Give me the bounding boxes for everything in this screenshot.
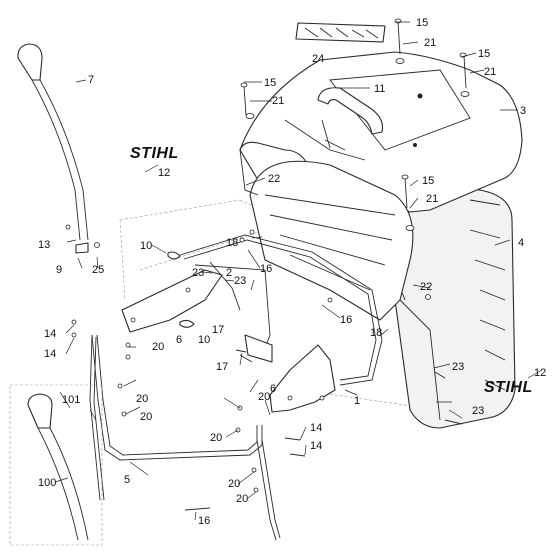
carry-handle bbox=[317, 87, 384, 151]
callout-24: 24 bbox=[312, 53, 324, 65]
callout-6a: 6 bbox=[176, 334, 182, 346]
callout-21d: 21 bbox=[426, 193, 438, 205]
callout-20b: 20 bbox=[136, 393, 148, 405]
callout-20f: 20 bbox=[228, 478, 240, 490]
callout-17b: 17 bbox=[216, 361, 228, 373]
callout-7: 7 bbox=[88, 74, 94, 86]
frame-plate-left bbox=[121, 269, 223, 333]
callout-22a: 22 bbox=[268, 173, 280, 185]
callout-15b: 15 bbox=[478, 48, 490, 60]
callout-23d: 23 bbox=[472, 405, 484, 417]
callout-20g: 20 bbox=[236, 493, 248, 505]
callout-21b: 21 bbox=[484, 66, 496, 78]
callout-15c: 15 bbox=[264, 77, 276, 89]
callout-20c: 20 bbox=[140, 411, 152, 423]
callout-15d: 15 bbox=[422, 175, 434, 187]
callout-10a: 10 bbox=[140, 240, 152, 252]
callout-2: 2 bbox=[226, 267, 232, 279]
brand-logo-upper: STIHL bbox=[130, 145, 179, 162]
callout-22b: 22 bbox=[420, 281, 432, 293]
callout-17a: 17 bbox=[212, 324, 224, 336]
label-decal bbox=[295, 22, 386, 43]
fasteners bbox=[65, 18, 470, 511]
lower-frame bbox=[89, 334, 281, 541]
callout-1: 1 bbox=[354, 395, 360, 407]
callout-5: 5 bbox=[124, 474, 130, 486]
callout-14d: 14 bbox=[310, 440, 322, 452]
callout-12a: 12 bbox=[158, 167, 170, 179]
callout-4: 4 bbox=[518, 237, 524, 249]
callout-23a: 23 bbox=[192, 267, 204, 279]
callout-20d: 20 bbox=[258, 391, 270, 403]
callout-21c: 21 bbox=[272, 95, 284, 107]
callout-101: 101 bbox=[62, 394, 80, 406]
frame-plate-right bbox=[269, 344, 336, 413]
callout-14c: 14 bbox=[310, 422, 322, 434]
front-housing bbox=[239, 141, 414, 321]
callout-14a: 14 bbox=[44, 328, 56, 340]
callout-3: 3 bbox=[520, 105, 526, 117]
callout-12b: 12 bbox=[534, 367, 546, 379]
callout-14b: 14 bbox=[44, 348, 56, 360]
callout-16a: 16 bbox=[260, 263, 272, 275]
frame-rods bbox=[179, 234, 383, 386]
callout-9: 9 bbox=[56, 264, 62, 276]
callout-10b: 10 bbox=[198, 334, 210, 346]
handle-inset bbox=[9, 384, 103, 546]
callout-numbers: 15 21 15 21 15 21 11 3 24 12 7 22 15 21 … bbox=[38, 17, 546, 527]
callout-18a: 18 bbox=[226, 237, 238, 249]
callout-20a: 20 bbox=[152, 341, 164, 353]
callout-100: 100 bbox=[38, 477, 56, 489]
callout-25: 25 bbox=[92, 264, 104, 276]
leader-lines bbox=[54, 21, 543, 521]
callout-13: 13 bbox=[38, 239, 50, 251]
callout-16b: 16 bbox=[340, 314, 352, 326]
callout-11: 11 bbox=[374, 83, 385, 95]
callout-15a: 15 bbox=[416, 17, 428, 29]
handle-tube bbox=[17, 43, 89, 241]
callout-23b: 23 bbox=[234, 275, 246, 287]
callout-18b: 18 bbox=[370, 327, 382, 339]
callout-16c: 16 bbox=[198, 515, 210, 527]
callout-20e: 20 bbox=[210, 432, 222, 444]
callout-21a: 21 bbox=[424, 37, 436, 49]
brand-logo-lower: STIHL bbox=[484, 379, 533, 396]
callout-23c: 23 bbox=[452, 361, 464, 373]
callout-6b: 6 bbox=[270, 383, 276, 395]
